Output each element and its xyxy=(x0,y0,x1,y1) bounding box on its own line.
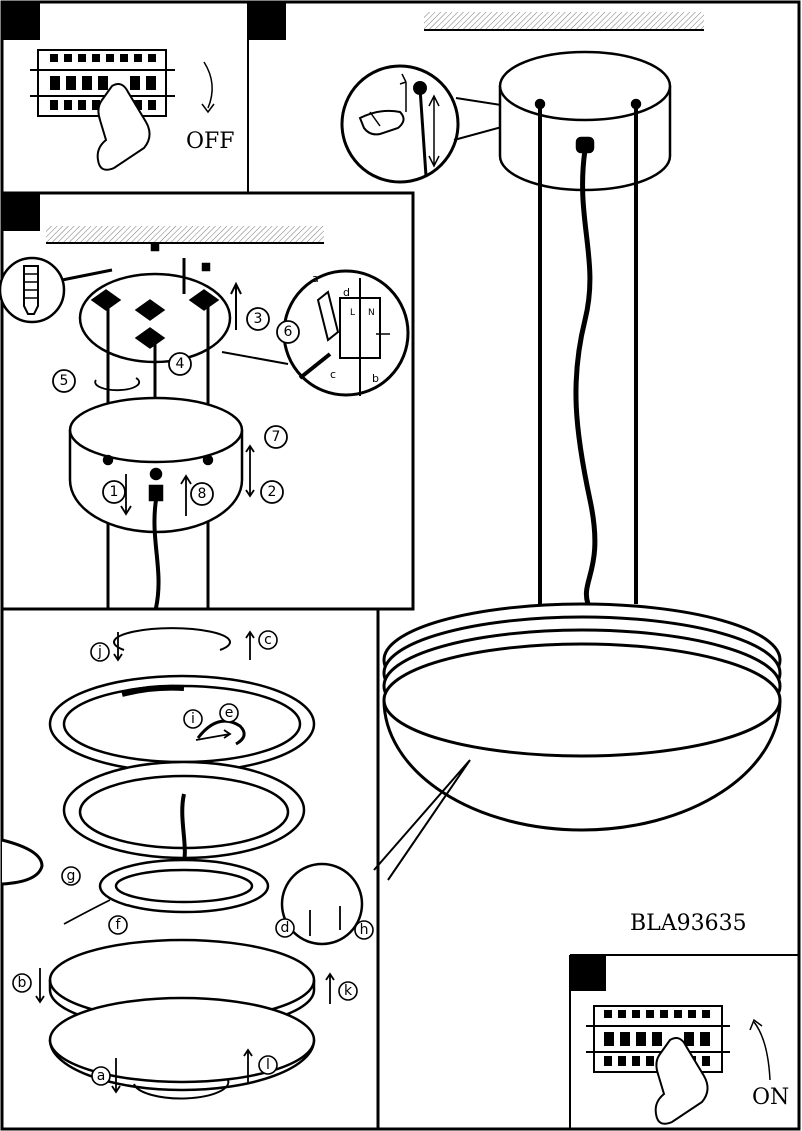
svg-text:i: i xyxy=(191,711,195,727)
step-corner-markers xyxy=(2,2,606,991)
hand-icon xyxy=(96,83,151,171)
exploded-view xyxy=(1,627,364,1100)
svg-text:b: b xyxy=(18,975,27,991)
hatched-bar-top xyxy=(424,12,704,30)
svg-text:l: l xyxy=(266,1057,270,1073)
step-letter-markers xyxy=(12,630,374,1086)
svg-text:h: h xyxy=(360,922,369,938)
step-marker-1 xyxy=(2,2,40,40)
svg-text:g: g xyxy=(67,868,76,884)
wiring-detail xyxy=(282,269,410,397)
svg-text:3: 3 xyxy=(254,311,263,327)
svg-text:c: c xyxy=(330,368,336,381)
pendant-luminaire xyxy=(382,602,782,832)
step-number-labels: 1 2 3 4 5 6 7 8 xyxy=(60,311,293,502)
on-label: ON xyxy=(752,1085,789,1110)
svg-text:1: 1 xyxy=(110,484,119,500)
screwdriver-hand-icon xyxy=(358,109,405,136)
svg-text:6: 6 xyxy=(284,324,293,340)
step-marker-2 xyxy=(248,2,286,40)
svg-text:d: d xyxy=(281,920,290,936)
model-code: BLA93635 xyxy=(630,911,747,936)
svg-text:j: j xyxy=(97,644,102,660)
rotate-on-arrow-icon xyxy=(753,1021,771,1081)
off-label: OFF xyxy=(186,129,235,154)
step-number-markers xyxy=(52,307,300,506)
svg-text:c: c xyxy=(264,632,272,648)
ceiling-canopy xyxy=(498,50,672,192)
canopy-plate xyxy=(78,242,232,608)
svg-text:e: e xyxy=(225,705,234,721)
step-marker-6 xyxy=(570,955,606,991)
terminal-l: L xyxy=(350,308,355,318)
svg-text:a: a xyxy=(97,1068,106,1084)
svg-text:a: a xyxy=(312,272,319,285)
svg-text:b: b xyxy=(372,372,379,385)
anchor-detail xyxy=(0,256,113,324)
terminal-n: N xyxy=(368,308,375,318)
suspension-cables xyxy=(538,104,638,605)
svg-text:d: d xyxy=(343,286,350,299)
wiring-letters: a b c d L N xyxy=(312,272,379,385)
exploded-arrows xyxy=(35,630,341,1094)
svg-text:k: k xyxy=(344,983,353,999)
hand-icon-on xyxy=(654,1037,709,1125)
hatched-bar-middle xyxy=(46,226,324,243)
svg-text:4: 4 xyxy=(176,356,185,372)
step-letter-labels: a b c d e f g h i j k l xyxy=(18,632,369,1084)
breaker-panel-on xyxy=(586,1005,771,1125)
power-cord xyxy=(573,149,598,605)
canopy-arrows xyxy=(94,377,255,516)
svg-text:2: 2 xyxy=(268,484,277,500)
svg-text:f: f xyxy=(116,917,122,933)
step-marker-3 xyxy=(2,193,40,231)
svg-text:5: 5 xyxy=(60,373,69,389)
detail-pointer xyxy=(373,759,471,881)
ceiling-mount-detail xyxy=(340,64,521,184)
svg-text:7: 7 xyxy=(272,429,281,445)
breaker-panel-off xyxy=(30,49,215,171)
rotate-off-arrow-icon xyxy=(203,61,213,109)
canopy-base xyxy=(68,396,244,609)
svg-text:8: 8 xyxy=(198,486,207,502)
